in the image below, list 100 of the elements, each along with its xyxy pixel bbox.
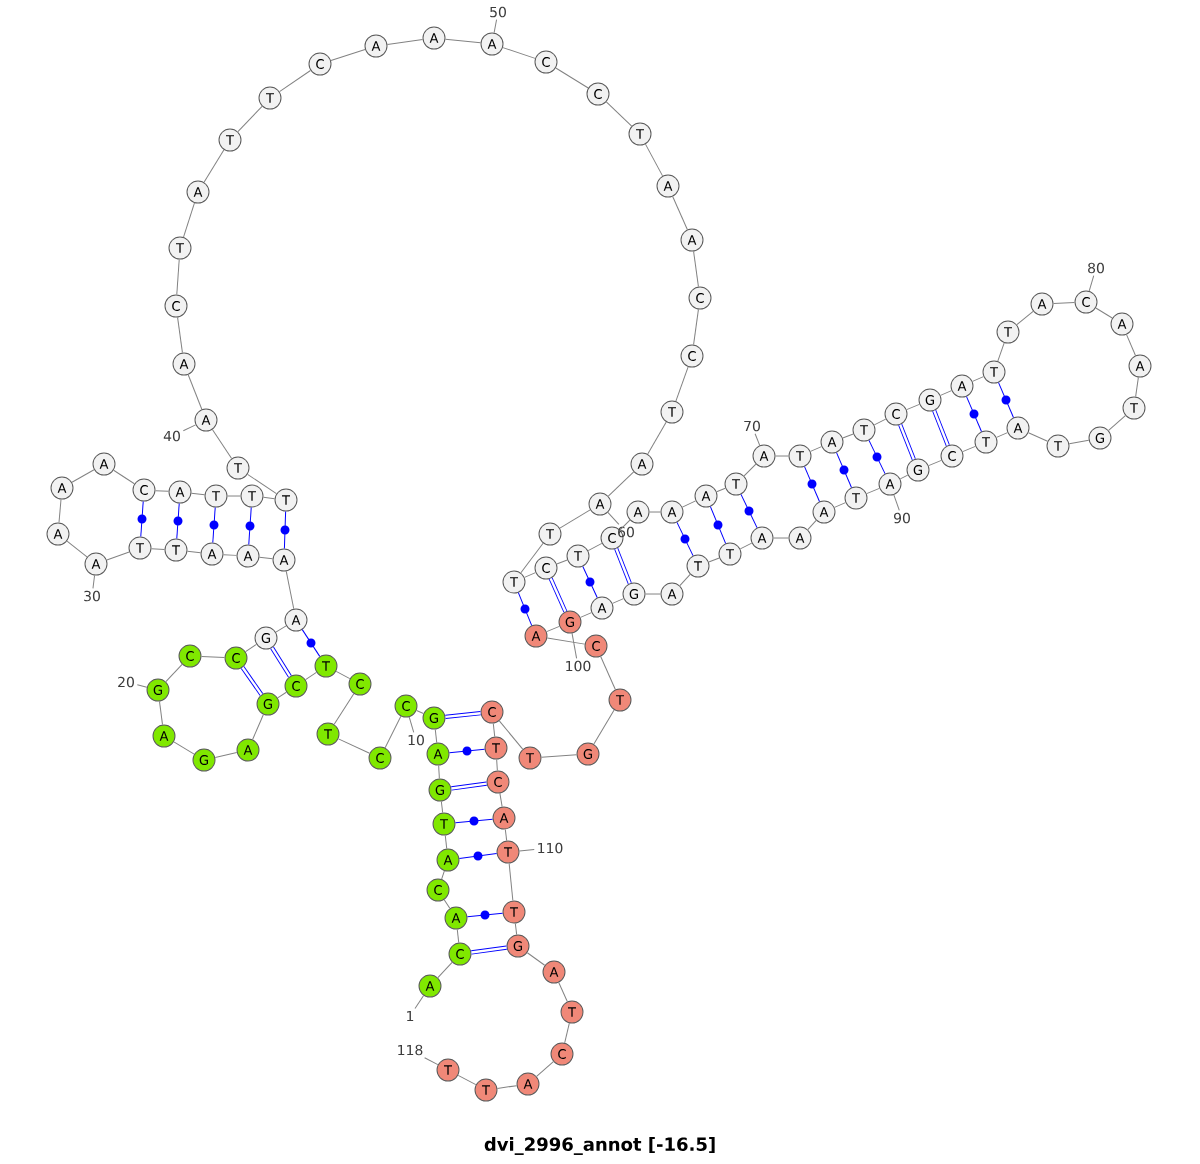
backbone-line bbox=[649, 511, 661, 513]
base-pair-bond bbox=[209, 507, 219, 544]
base-pair-bond bbox=[458, 851, 498, 861]
backbone-line bbox=[227, 495, 241, 497]
leader-line bbox=[182, 424, 197, 432]
backbone-line bbox=[330, 49, 366, 61]
backbone-line bbox=[1028, 432, 1049, 442]
backbone-line bbox=[113, 469, 135, 485]
backbone-line bbox=[176, 259, 180, 296]
backbone-line bbox=[384, 715, 402, 749]
backbone-line bbox=[612, 598, 624, 604]
base-pair-bond bbox=[466, 910, 504, 920]
backbone-line bbox=[437, 961, 453, 979]
backbone-line bbox=[514, 922, 518, 936]
backbone-line bbox=[536, 1061, 554, 1077]
backbone-line bbox=[106, 551, 130, 561]
backbone-line bbox=[775, 455, 789, 457]
backbone-line bbox=[177, 316, 183, 354]
backbone-line bbox=[211, 429, 233, 459]
leader-line bbox=[1088, 275, 1095, 292]
backbone-line bbox=[66, 540, 88, 558]
base-pair-bond bbox=[709, 506, 727, 544]
backbone-line bbox=[444, 834, 448, 850]
backbone-line bbox=[337, 738, 371, 754]
backbone-line bbox=[151, 548, 165, 550]
backbone-line bbox=[165, 663, 183, 683]
backbone-line bbox=[842, 433, 854, 439]
base-pair-bond bbox=[836, 452, 852, 488]
backbone-line bbox=[526, 952, 546, 966]
backbone-line bbox=[906, 403, 920, 411]
backbone-line bbox=[675, 366, 689, 402]
leader-line bbox=[493, 19, 498, 34]
base-pair-bond bbox=[454, 816, 494, 826]
backbone-line bbox=[237, 105, 263, 133]
backbone-line bbox=[279, 69, 311, 93]
backbone-line bbox=[305, 671, 317, 681]
base-pair-bond bbox=[868, 439, 886, 475]
backbone-line bbox=[524, 572, 536, 578]
backbone-line bbox=[773, 537, 789, 539]
base-pair-bond bbox=[966, 396, 982, 432]
leader-line bbox=[518, 849, 535, 852]
base-pair-bond bbox=[301, 629, 321, 657]
backbone-line bbox=[899, 474, 909, 480]
backbone-line bbox=[457, 1074, 477, 1086]
backbone-line bbox=[807, 519, 817, 531]
backbone-line bbox=[173, 741, 195, 755]
backbone-line bbox=[647, 421, 667, 455]
backbone-line bbox=[386, 39, 424, 45]
backbone-line bbox=[558, 982, 568, 1002]
base-pair-bond bbox=[614, 547, 632, 585]
backbone-line bbox=[252, 714, 264, 740]
backbone-line bbox=[743, 463, 757, 477]
backbone-line bbox=[203, 149, 225, 183]
backbone-line bbox=[1126, 334, 1136, 356]
backbone-line bbox=[1108, 415, 1126, 431]
backbone-line bbox=[335, 670, 351, 680]
backbone-line bbox=[333, 693, 355, 725]
base-pair-bond bbox=[998, 382, 1014, 418]
backbone-line bbox=[492, 722, 496, 738]
backbone-line bbox=[681, 500, 697, 508]
backbone-line bbox=[190, 492, 206, 496]
backbone-line bbox=[672, 196, 688, 230]
base-pair-bond bbox=[932, 409, 950, 447]
base-pair-bond bbox=[137, 501, 147, 538]
leader-line bbox=[136, 684, 148, 688]
backbone-line bbox=[619, 519, 631, 531]
backbone-line bbox=[716, 487, 726, 493]
backbone-line bbox=[605, 101, 633, 127]
backbone-line bbox=[443, 899, 451, 909]
backbone-line bbox=[580, 612, 592, 618]
backbone-line bbox=[498, 720, 524, 750]
backbone-line bbox=[593, 709, 615, 745]
backbone-line bbox=[416, 710, 424, 714]
base-pair-bond bbox=[804, 466, 820, 502]
title: dvi_2996_annot [-16.5] bbox=[484, 1137, 715, 1155]
backbone-line bbox=[679, 573, 691, 587]
leader-line bbox=[571, 632, 578, 659]
backbone-line bbox=[1095, 307, 1113, 319]
backbone-line bbox=[214, 752, 238, 758]
backbone-line bbox=[258, 556, 274, 560]
backbone-line bbox=[245, 643, 257, 653]
backbone-line bbox=[502, 47, 536, 59]
backbone-line bbox=[600, 656, 616, 690]
leader-line bbox=[893, 494, 900, 511]
backbone-line bbox=[508, 862, 514, 902]
backbone-line bbox=[496, 759, 498, 772]
leader-line bbox=[414, 995, 425, 1009]
backbone-line bbox=[644, 143, 664, 177]
base-pair-bond bbox=[173, 503, 183, 540]
backbone-line bbox=[58, 498, 62, 524]
backbone-line bbox=[559, 509, 591, 529]
leader-line bbox=[408, 716, 415, 733]
backbone-line bbox=[564, 1022, 570, 1044]
backbone-line bbox=[187, 374, 203, 410]
leader-line bbox=[92, 574, 96, 589]
backbone-line bbox=[155, 490, 169, 492]
backbone-line bbox=[693, 250, 699, 288]
backbone-line bbox=[1068, 439, 1090, 445]
backbone-line bbox=[438, 765, 440, 780]
backbone-line bbox=[285, 570, 295, 610]
